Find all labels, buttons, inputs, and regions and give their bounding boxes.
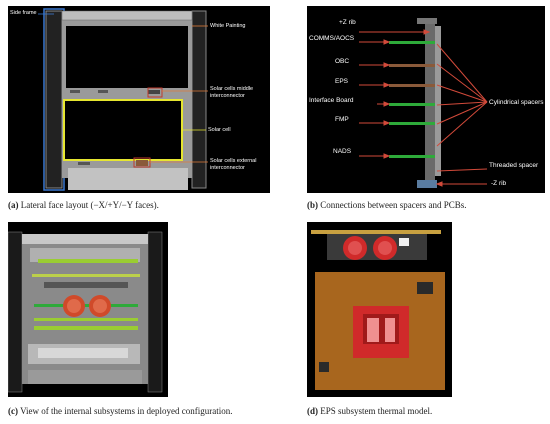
caption-b: (b) Connections between spacers and PCBs… [307,200,466,210]
panel-d-image [307,222,452,397]
obc-label: OBC [335,58,350,65]
caption-d-text: EPS subsystem thermal model. [320,406,433,416]
caption-d-letter: (d) [307,406,318,416]
caption-b-letter: (b) [307,200,318,210]
cylindrical-spacers-label: Cylindrical spacers [489,99,544,106]
plus-z-rib-label: +Z rib [339,19,356,26]
lateral-face-drawing [38,8,208,191]
internal-subsystems-drawing [8,231,163,393]
solar-cell-label: Solar cell [208,127,231,133]
interconnector-middle-label-2: interconnector [210,93,245,99]
caption-d: (d) EPS subsystem thermal model. [307,406,432,416]
caption-a: (a) Lateral face layout (−X/+Y/−Y faces)… [8,200,159,210]
caption-a-letter: (a) [8,200,19,210]
interconnector-external-label-2: interconnector [210,165,245,171]
interconnector-middle-label-1: Solar cells middle [210,86,254,92]
caption-c: (c) View of the internal subsystems in d… [8,406,233,416]
caption-b-text: Connections between spacers and PCBs. [320,200,467,210]
caption-c-letter: (c) [8,406,18,416]
eps-thermal-model-drawing [311,230,445,390]
caption-c-text: View of the internal subsystems in deplo… [20,406,233,416]
white-painting-label: White Painting [210,23,246,29]
comms-aocs-label: COMMS/AOCS [309,35,355,42]
minus-z-rib-label: -Z rib [491,180,507,187]
eps-label: EPS [335,78,349,85]
fmp-label: FMP [335,116,349,123]
panel-a-image: Side frame White Painting Solar cells mi… [8,6,270,193]
threaded-spacer-label: Threaded spacer [489,162,539,169]
top-solar-grid [66,26,188,88]
caption-a-text: Lateral face layout (−X/+Y/−Y faces). [20,200,159,210]
nads-label: NADS [333,148,352,155]
interconnector-external-label-1: Solar cells external [210,158,257,164]
panel-b-image: +Z rib COMMS/AOCS OBC EPS Interface Boar… [307,6,545,193]
side-frame-label: Side frame [10,10,37,16]
spacers-pcb-drawing [359,18,488,188]
interface-board-label: Interface Board [309,97,354,104]
panel-c-image [8,222,168,397]
